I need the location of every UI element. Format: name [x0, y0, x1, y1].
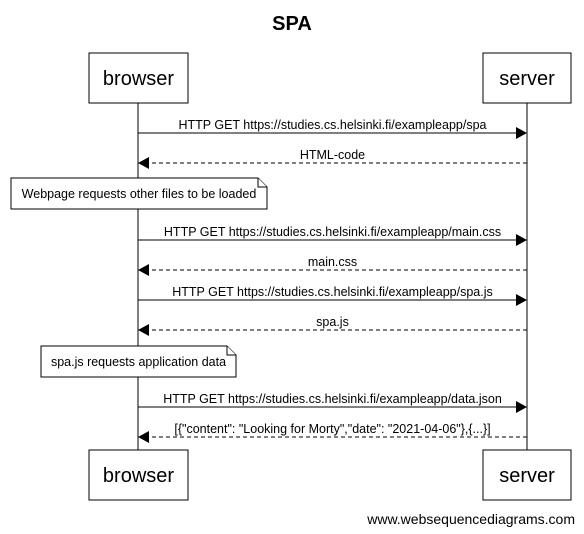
message-arrow: main.css — [138, 255, 527, 276]
message-label: main.css — [308, 255, 357, 269]
message-arrow: HTTP GET https://studies.cs.helsinki.fi/… — [138, 392, 527, 413]
actor-browser-top-label: browser — [103, 68, 174, 90]
note-text: Webpage requests other files to be loade… — [22, 187, 257, 201]
message-label: spa.js — [316, 315, 349, 329]
message-arrow: HTTP GET https://studies.cs.helsinki.fi/… — [138, 225, 527, 246]
actor-browser-bottom: browser — [88, 449, 189, 501]
actor-server-bottom-label: server — [499, 465, 555, 487]
actor-browser-top: browser — [88, 52, 189, 104]
footer-watermark: www.websequencediagrams.com — [366, 511, 575, 527]
message-arrow: HTTP GET https://studies.cs.helsinki.fi/… — [138, 118, 527, 139]
message-arrow: [{"content": "Looking for Morty","date":… — [138, 422, 527, 443]
message-label: [{"content": "Looking for Morty","date":… — [174, 422, 490, 436]
message-label: HTTP GET https://studies.cs.helsinki.fi/… — [163, 392, 502, 406]
message-arrow: HTTP GET https://studies.cs.helsinki.fi/… — [138, 285, 527, 306]
steps-layer: HTTP GET https://studies.cs.helsinki.fi/… — [10, 118, 527, 443]
note: spa.js requests application data — [40, 345, 237, 378]
message-label: HTTP GET https://studies.cs.helsinki.fi/… — [172, 285, 493, 299]
message-label: HTTP GET https://studies.cs.helsinki.fi/… — [178, 118, 486, 132]
message-label: HTTP GET https://studies.cs.helsinki.fi/… — [164, 225, 501, 239]
actor-browser-bottom-label: browser — [103, 465, 174, 487]
message-label: HTML-code — [300, 148, 365, 162]
note: Webpage requests other files to be loade… — [10, 177, 268, 210]
actor-server-bottom: server — [482, 449, 572, 501]
diagram-title: SPA — [272, 13, 312, 35]
actor-server-top-label: server — [499, 68, 555, 90]
message-arrow: spa.js — [138, 315, 527, 336]
note-text: spa.js requests application data — [51, 355, 226, 369]
message-arrow: HTML-code — [138, 148, 527, 169]
actor-server-top: server — [482, 52, 572, 104]
